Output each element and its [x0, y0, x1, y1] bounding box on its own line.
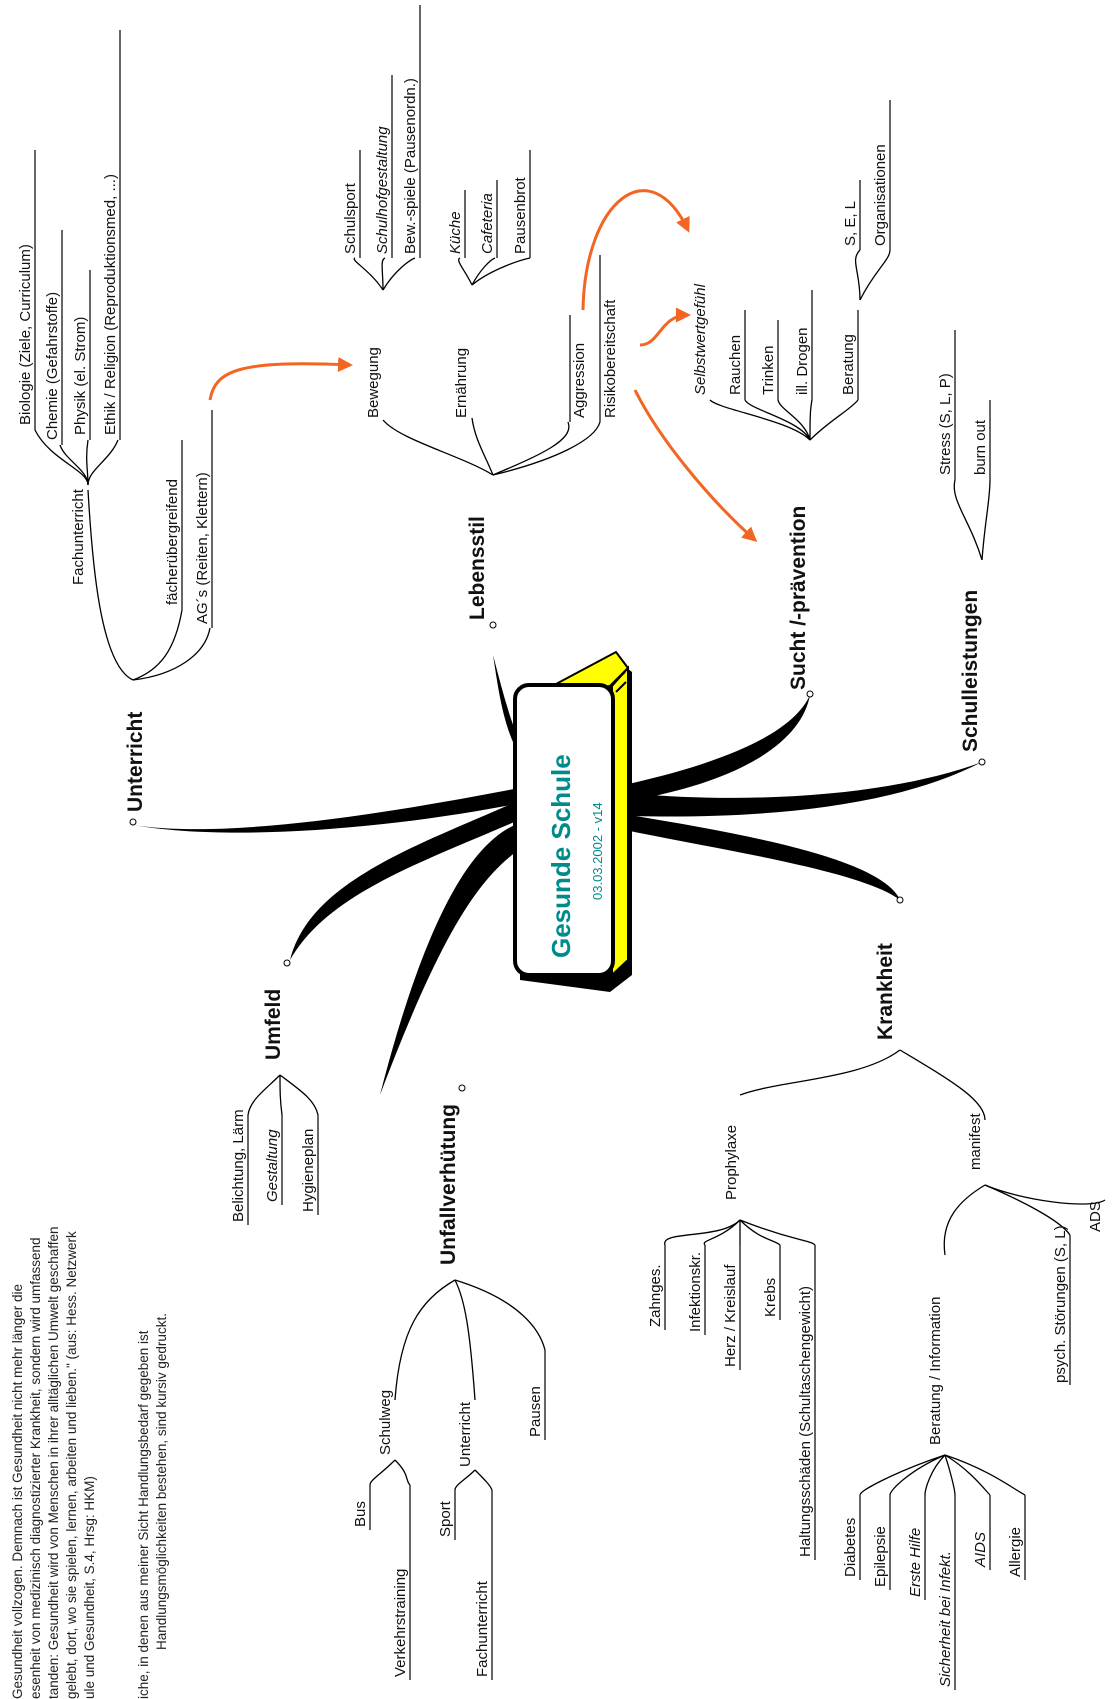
node-fachunterricht-uv: Fachunterricht: [474, 1580, 491, 1677]
node-ernaehrung: Ernährung: [453, 348, 470, 418]
node-chemie: Chemie (Gefahrstoffe): [44, 292, 61, 440]
arrow-risiko-to-sucht: [633, 389, 758, 542]
node-cafeteria: Cafeteria: [479, 193, 496, 254]
node-bewegung: Bewegung: [365, 347, 382, 418]
node-zahnges: Zahnges.: [647, 1264, 664, 1327]
node-psych: psych. Störungen (S, L): [1052, 1225, 1069, 1383]
node-aggression: Aggression: [571, 343, 588, 418]
sub-branch-lines: [34, 249, 1106, 1496]
node-biologie: Biologie (Ziele, Curriculum): [17, 244, 34, 425]
node-ads: ADS: [1087, 1201, 1104, 1232]
node-bewspiele: Bew.-spiele (Pausenordn.): [402, 78, 419, 254]
node-drogen: ill. Drogen: [794, 327, 811, 395]
intro-line-2: esenheit von medizinisch diagnostizierte…: [28, 1238, 43, 1699]
intro-line-3: tanden: Gesundheit wird von Menschen in …: [46, 1226, 61, 1699]
node-ags: AG´s (Reiten, Klettern): [194, 472, 211, 624]
node-schulsport: Schulsport: [342, 182, 359, 254]
node-manifest: manifest: [967, 1112, 984, 1170]
node-schulweg: Schulweg: [377, 1390, 394, 1455]
branch-schulleistungen: Schulleistungen: [959, 590, 982, 752]
node-beratung-info: Beratung / Information: [927, 1297, 944, 1445]
node-fachunterricht: Fachunterricht: [70, 488, 87, 585]
node-prophylaxe: Prophylaxe: [723, 1125, 740, 1200]
branch-sucht: Sucht /-prävention: [787, 506, 810, 690]
node-rauchen: Rauchen: [727, 335, 744, 395]
node-diabetes: Diabetes: [842, 1518, 859, 1577]
node-sel: S, E, L: [842, 201, 859, 246]
node-herz: Herz / Kreislauf: [722, 1264, 739, 1367]
leaf-underlines: [34, 5, 1071, 1690]
arrow-ags-to-bewegung: [208, 356, 353, 401]
node-risiko: Risikobereitschaft: [602, 299, 619, 418]
node-burnout: burn out: [972, 419, 989, 475]
node-ethik: Ethik / Religion (Reproduktionsmed, ...): [102, 174, 119, 435]
branch-lebensstil: Lebensstil: [466, 516, 489, 620]
node-sicherheit: Sicherheit bei Infekt.: [937, 1551, 954, 1687]
intro-line-6: iche, in denen aus meiner Sicht Handlung…: [136, 1330, 151, 1699]
node-bus: Bus: [352, 1501, 369, 1527]
node-stress: Stress (S, L, P): [937, 373, 954, 475]
node-beratung: Beratung: [840, 334, 857, 395]
node-infektionskr: Infektionskr.: [687, 1252, 704, 1332]
node-gestaltung: Gestaltung: [264, 1129, 281, 1202]
node-krebs: Krebs: [762, 1278, 779, 1317]
node-verkehr: Verkehrstraining: [392, 1569, 409, 1677]
branch-krankheit: Krankheit: [874, 943, 897, 1040]
node-sport: Sport: [437, 1500, 454, 1537]
node-erstehilfe: Erste Hilfe: [907, 1528, 924, 1597]
node-aids: AIDS: [972, 1532, 989, 1568]
branch-unterricht: Unterricht: [124, 712, 147, 812]
node-unterricht-uv: Unterricht: [457, 1401, 474, 1467]
center-subtitle: 03.03.2002 - v14: [590, 802, 605, 900]
node-belichtung: Belichtung, Lärm: [230, 1109, 247, 1222]
node-organisationen: Organisationen: [872, 144, 889, 246]
arrow-risiko-to-selbstwert: [639, 307, 691, 347]
node-kueche: Küche: [447, 211, 464, 254]
spoke-nodes: [129, 621, 986, 1092]
intro-line-1: Gesundheit vollzogen. Demnach ist Gesund…: [10, 1284, 25, 1699]
branch-unfallverhuetung: Unfallverhütung: [437, 1104, 460, 1265]
intro-text: Gesundheit vollzogen. Demnach ist Gesund…: [10, 1226, 169, 1699]
node-allergie: Allergie: [1007, 1527, 1024, 1577]
node-pausen: Pausen: [527, 1386, 544, 1437]
node-selbstwert: Selbstwertgefühl: [692, 283, 709, 395]
node-hygiene: Hygieneplan: [300, 1129, 317, 1212]
node-haltung: Haltungsschäden (Schultaschengewicht): [797, 1286, 814, 1557]
node-pausenbrot: Pausenbrot: [512, 176, 529, 254]
intro-line-4: gelebt, dort, wo sie spielen, lernen, ar…: [64, 1231, 79, 1699]
center-title: Gesunde Schule: [546, 754, 576, 958]
center-node: Gesunde Schule 03.03.2002 - v14: [513, 650, 632, 992]
intro-line-5: ule und Gesundheit, S.4, Hrsg: HKM): [82, 1476, 97, 1699]
node-epilepsie: Epilepsie: [872, 1526, 889, 1587]
relation-arrows: [208, 189, 758, 542]
node-faecher: fächerübergreifend: [164, 479, 181, 605]
node-physik: Physik (el. Strom): [72, 317, 89, 435]
branch-umfeld: Umfeld: [262, 989, 285, 1060]
node-schulhof: Schulhofgestaltung: [374, 126, 391, 254]
intro-line-7: Handlungsmöglichkeiten bestehen, sind ku…: [154, 1313, 169, 1650]
node-trinken: Trinken: [760, 346, 777, 395]
arrow-aggression-to-selbstwert: [581, 189, 690, 311]
